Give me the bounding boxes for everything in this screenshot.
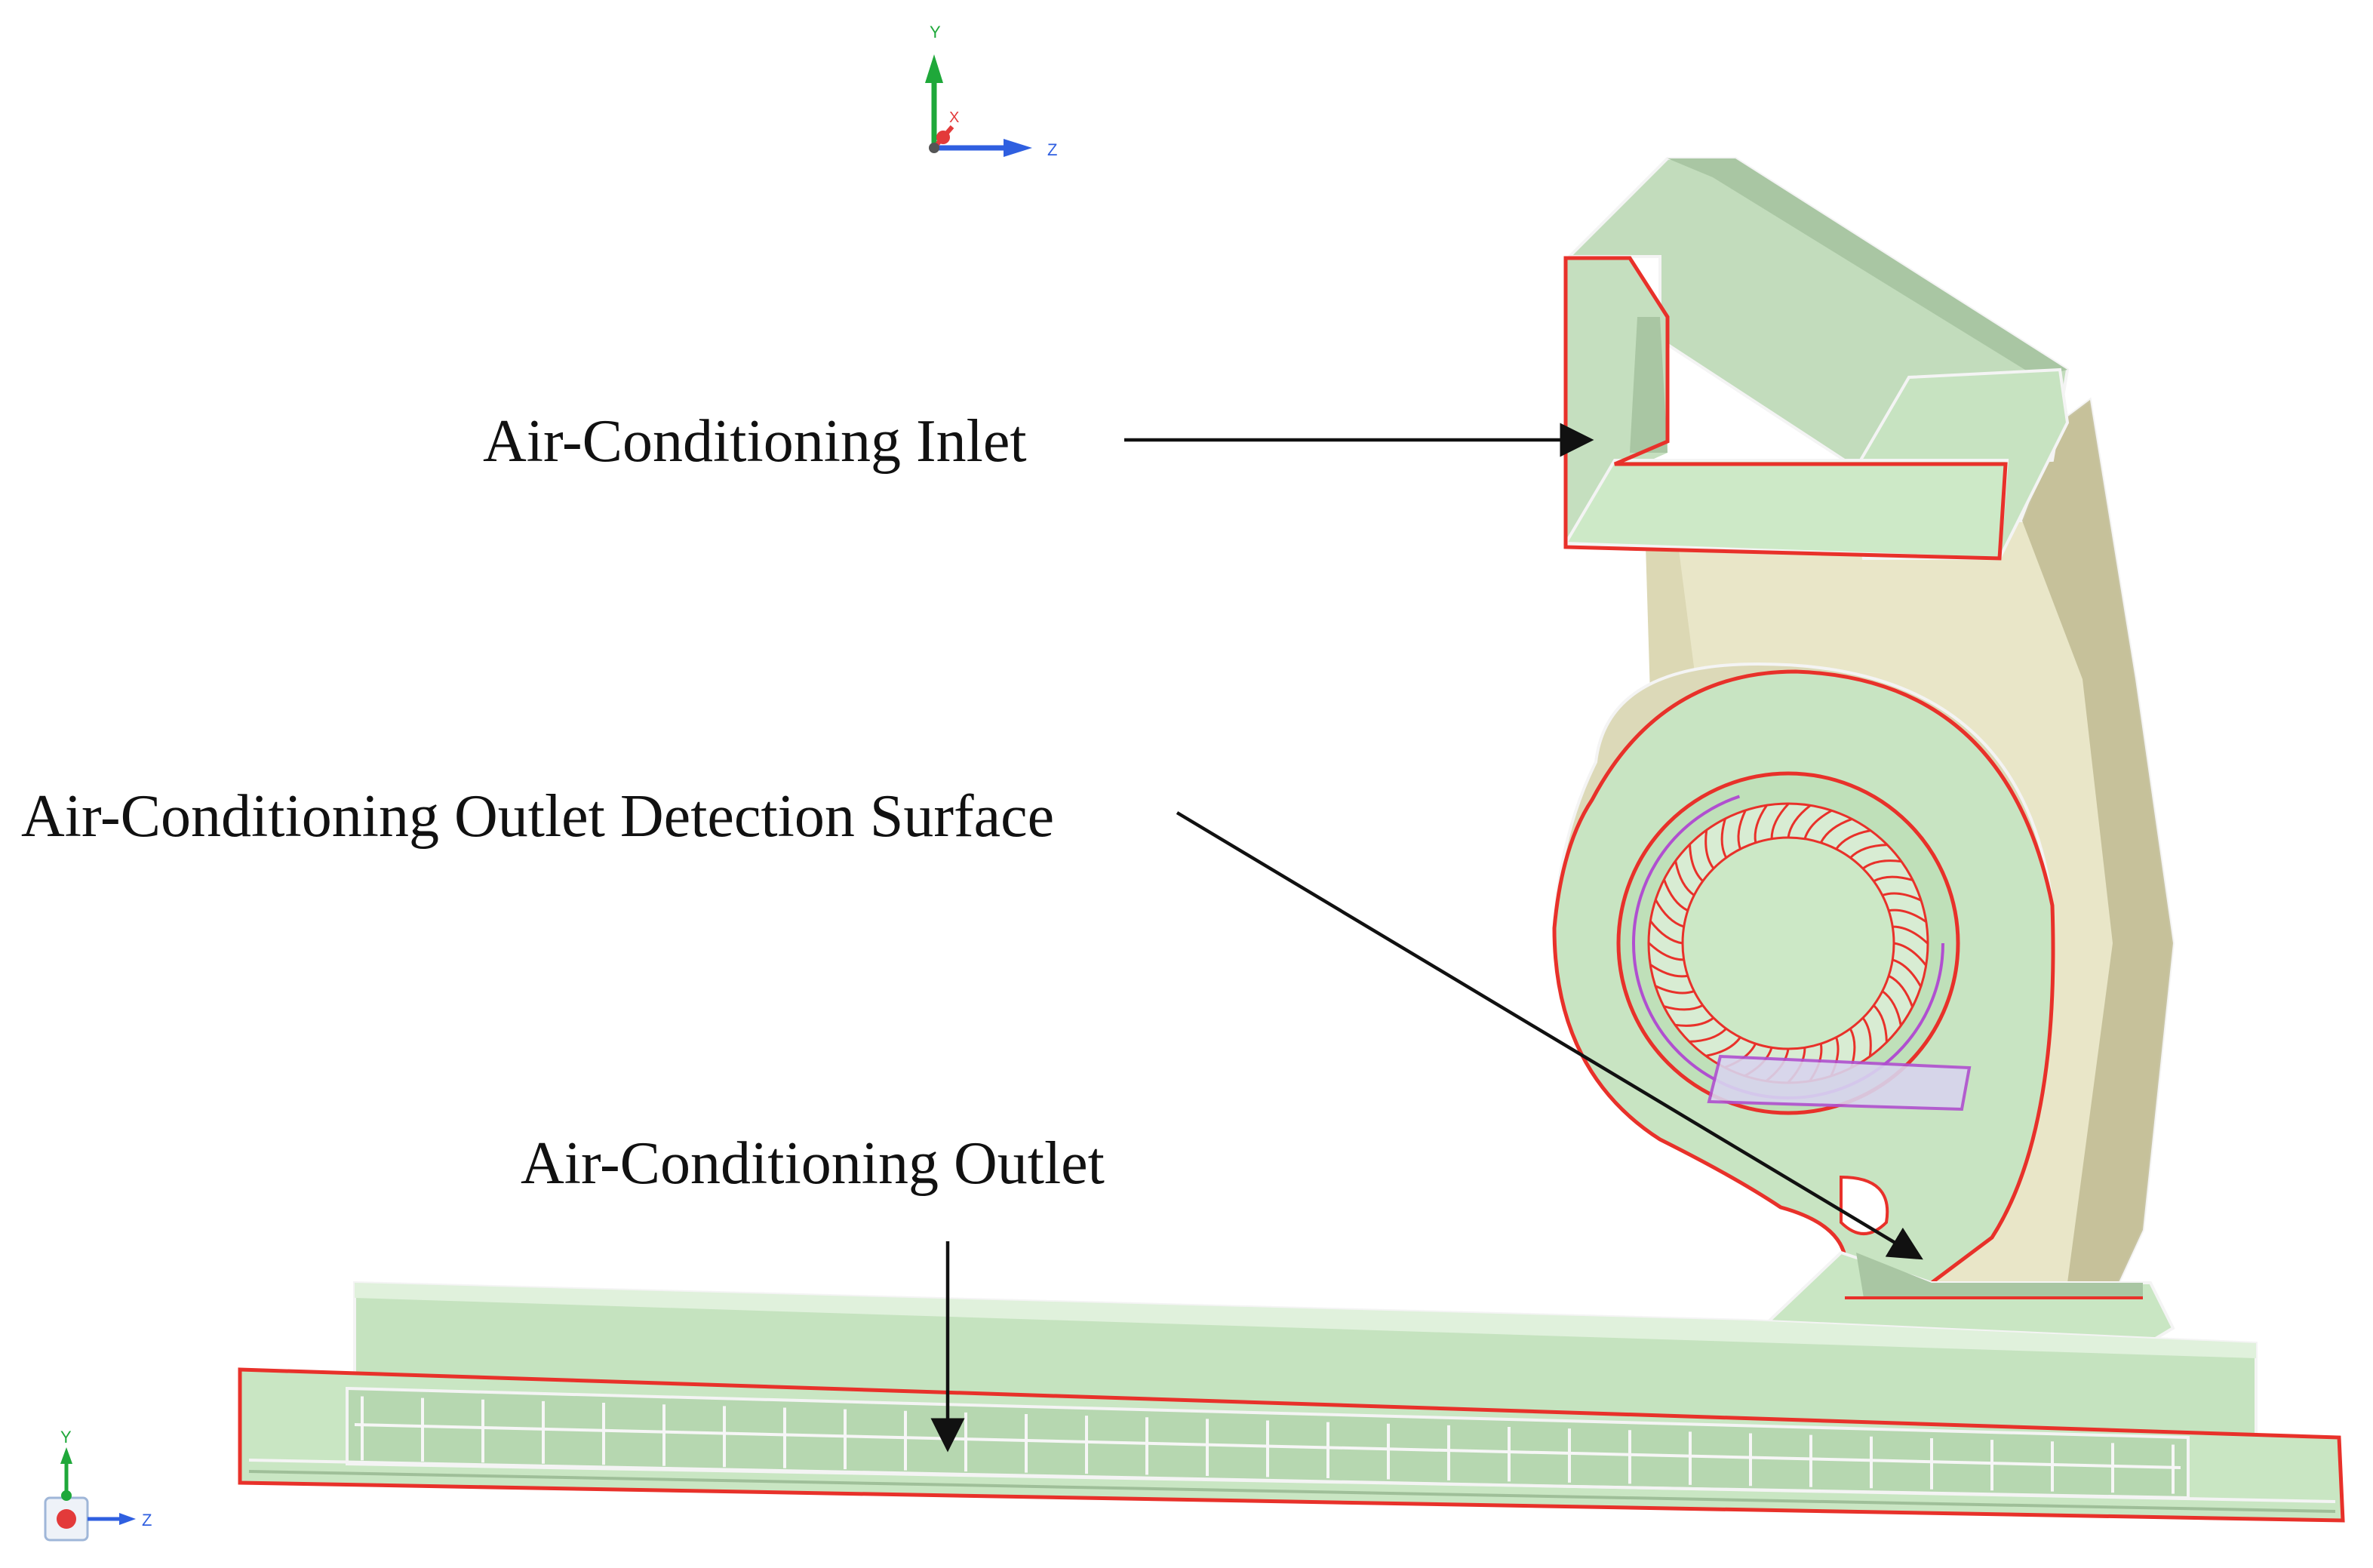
top-axis-triad: Y X Z	[925, 23, 1057, 159]
top-y-axis-label: Y	[930, 23, 941, 42]
top-x-axis-label: X	[949, 109, 959, 126]
fan-blade	[1803, 809, 1833, 840]
fan-blade	[1849, 844, 1888, 859]
fan-blade	[1882, 892, 1922, 902]
outlet-duct	[238, 1281, 2345, 1523]
grille-rail	[354, 1423, 2181, 1469]
fan-blade	[1754, 804, 1768, 844]
outlet-label: Air-Conditioning Outlet	[521, 1130, 1105, 1197]
fan-blade	[1662, 879, 1689, 912]
bottom-y-axis-label: Y	[60, 1428, 72, 1447]
fan-blade	[1720, 818, 1728, 859]
inlet-label: Air-Conditioning Inlet	[483, 408, 1027, 475]
fan-blade	[1787, 804, 1812, 838]
fan-blade	[1654, 899, 1685, 928]
fan-blade	[1647, 942, 1684, 961]
fan-blade	[1892, 958, 1923, 988]
bottom-z-axis-label: Z	[142, 1511, 152, 1530]
detection-surface-arrow	[1176, 811, 1923, 1260]
fan-blade	[1888, 909, 1927, 923]
fan-blade	[1737, 810, 1747, 850]
fan-blade	[1893, 942, 1927, 967]
fan-blade	[1663, 1004, 1704, 1011]
fan-blade	[1649, 964, 1689, 978]
fan-blade	[1655, 985, 1695, 995]
fan-blade	[1704, 829, 1715, 869]
fan-blade	[1770, 802, 1790, 839]
fan-blade	[1873, 1004, 1888, 1043]
top-z-axis-label: Z	[1047, 140, 1057, 159]
fan-blade	[1674, 860, 1695, 896]
fan-blade	[1888, 974, 1914, 1007]
fan-blade	[1835, 829, 1871, 850]
bottom-axis-triad: Y Z	[44, 1428, 152, 1542]
fan-blade	[1705, 1036, 1741, 1057]
inlet-duct	[1563, 157, 2070, 561]
fan-blade	[1819, 817, 1852, 844]
fan-blade	[1892, 925, 1929, 945]
fan-scroll	[1552, 662, 2055, 1293]
fan-blade	[1861, 1017, 1872, 1057]
fan-blade	[1862, 859, 1902, 870]
fan-blade	[1649, 920, 1683, 945]
fan-blade	[1881, 990, 1902, 1026]
fan-blade	[1674, 1016, 1714, 1027]
detection-surface-label: Air-Conditioning Outlet Detection Surfac…	[21, 783, 1055, 850]
fan-blade	[1689, 1028, 1727, 1043]
leader-arrows	[930, 423, 1923, 1453]
fan-blade	[1689, 844, 1704, 882]
fan-blade	[1873, 875, 1913, 883]
